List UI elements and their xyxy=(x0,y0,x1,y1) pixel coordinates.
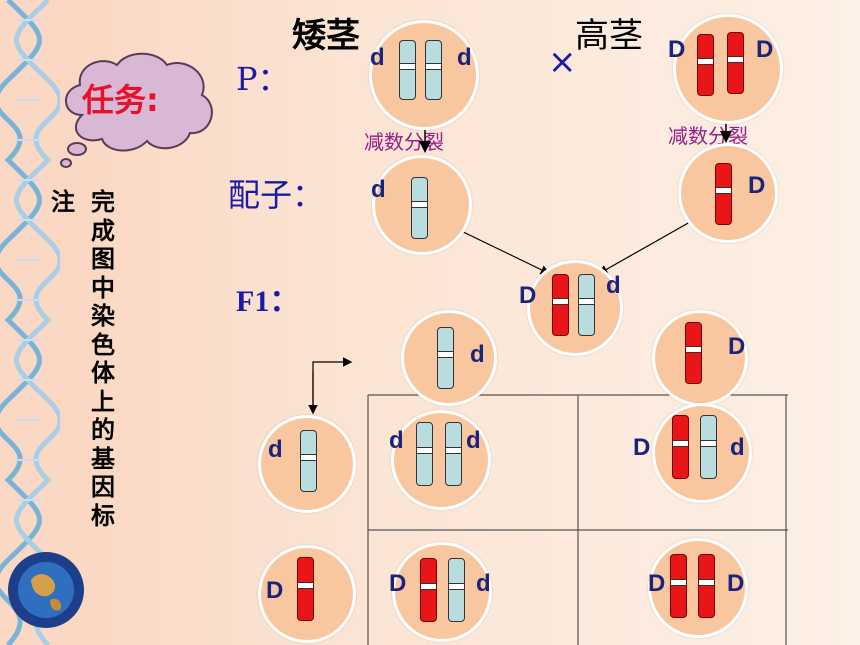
gene-label-D: D xyxy=(519,282,537,309)
gene-label-D: D xyxy=(727,570,745,597)
chromosome-D xyxy=(698,554,715,618)
chromosome-D xyxy=(672,415,689,479)
chromosome-d xyxy=(437,327,454,389)
cross-symbol: × xyxy=(548,42,577,82)
gene-label-D: D xyxy=(633,434,651,461)
gene-label-D: D xyxy=(668,36,686,63)
task-cloud xyxy=(60,52,213,168)
chromosome-d xyxy=(445,422,462,486)
gene-label-D: D xyxy=(728,333,746,360)
chromosome-D xyxy=(727,32,744,94)
chromosome-d xyxy=(416,422,433,486)
globe-logo xyxy=(8,552,84,628)
gene-label-d: d xyxy=(389,427,404,454)
chromosome-d xyxy=(411,177,428,239)
gene-label-d: d xyxy=(370,44,385,71)
gene-label-D: D xyxy=(648,570,666,597)
cell-parent-short xyxy=(369,20,479,130)
chromosome-d xyxy=(578,274,595,336)
chromosome-D xyxy=(670,554,687,618)
chromosome-d xyxy=(300,430,317,492)
chromosome-D xyxy=(685,322,702,384)
note-text: 完成图中染色体上的基因标 xyxy=(91,188,115,530)
gene-label-d: d xyxy=(466,427,481,454)
cell-offspring-Dd xyxy=(392,542,492,642)
gene-label-d: d xyxy=(457,44,472,71)
dna-helix-decoration xyxy=(0,0,60,645)
gene-label-d: d xyxy=(606,272,621,299)
f1-label: F1： xyxy=(236,285,300,318)
gene-label-D: D xyxy=(389,570,407,597)
gene-label-D: D xyxy=(266,577,284,604)
note-title: 注 xyxy=(51,188,75,216)
chromosome-D xyxy=(715,163,732,225)
tall-stem-title: 高茎 xyxy=(575,16,643,56)
cell-gamete-D xyxy=(678,143,778,243)
gene-label-d: d xyxy=(730,434,745,461)
short-stem-title: 矮茎 xyxy=(292,16,360,56)
gene-label-d: d xyxy=(371,176,386,203)
chromosome-d xyxy=(700,415,717,479)
gene-label-d: d xyxy=(470,341,485,368)
gene-label-D: D xyxy=(748,172,766,199)
cell-f1 xyxy=(527,260,623,356)
task-label: 任务: xyxy=(82,81,159,119)
gene-label-d: d xyxy=(476,570,491,597)
cell-offspring-dd xyxy=(391,410,491,510)
chromosome-d xyxy=(399,40,416,100)
gamete-label: 配子： xyxy=(228,176,325,214)
gene-label-D: D xyxy=(756,36,774,63)
p-label: P： xyxy=(236,60,290,98)
chromosome-d xyxy=(448,558,465,622)
chromosome-D xyxy=(552,274,569,336)
chromosome-D xyxy=(420,558,437,622)
chromosome-D xyxy=(697,34,714,96)
chromosome-d xyxy=(425,40,442,100)
chromosome-D xyxy=(297,557,314,621)
gene-label-d: d xyxy=(268,436,283,463)
